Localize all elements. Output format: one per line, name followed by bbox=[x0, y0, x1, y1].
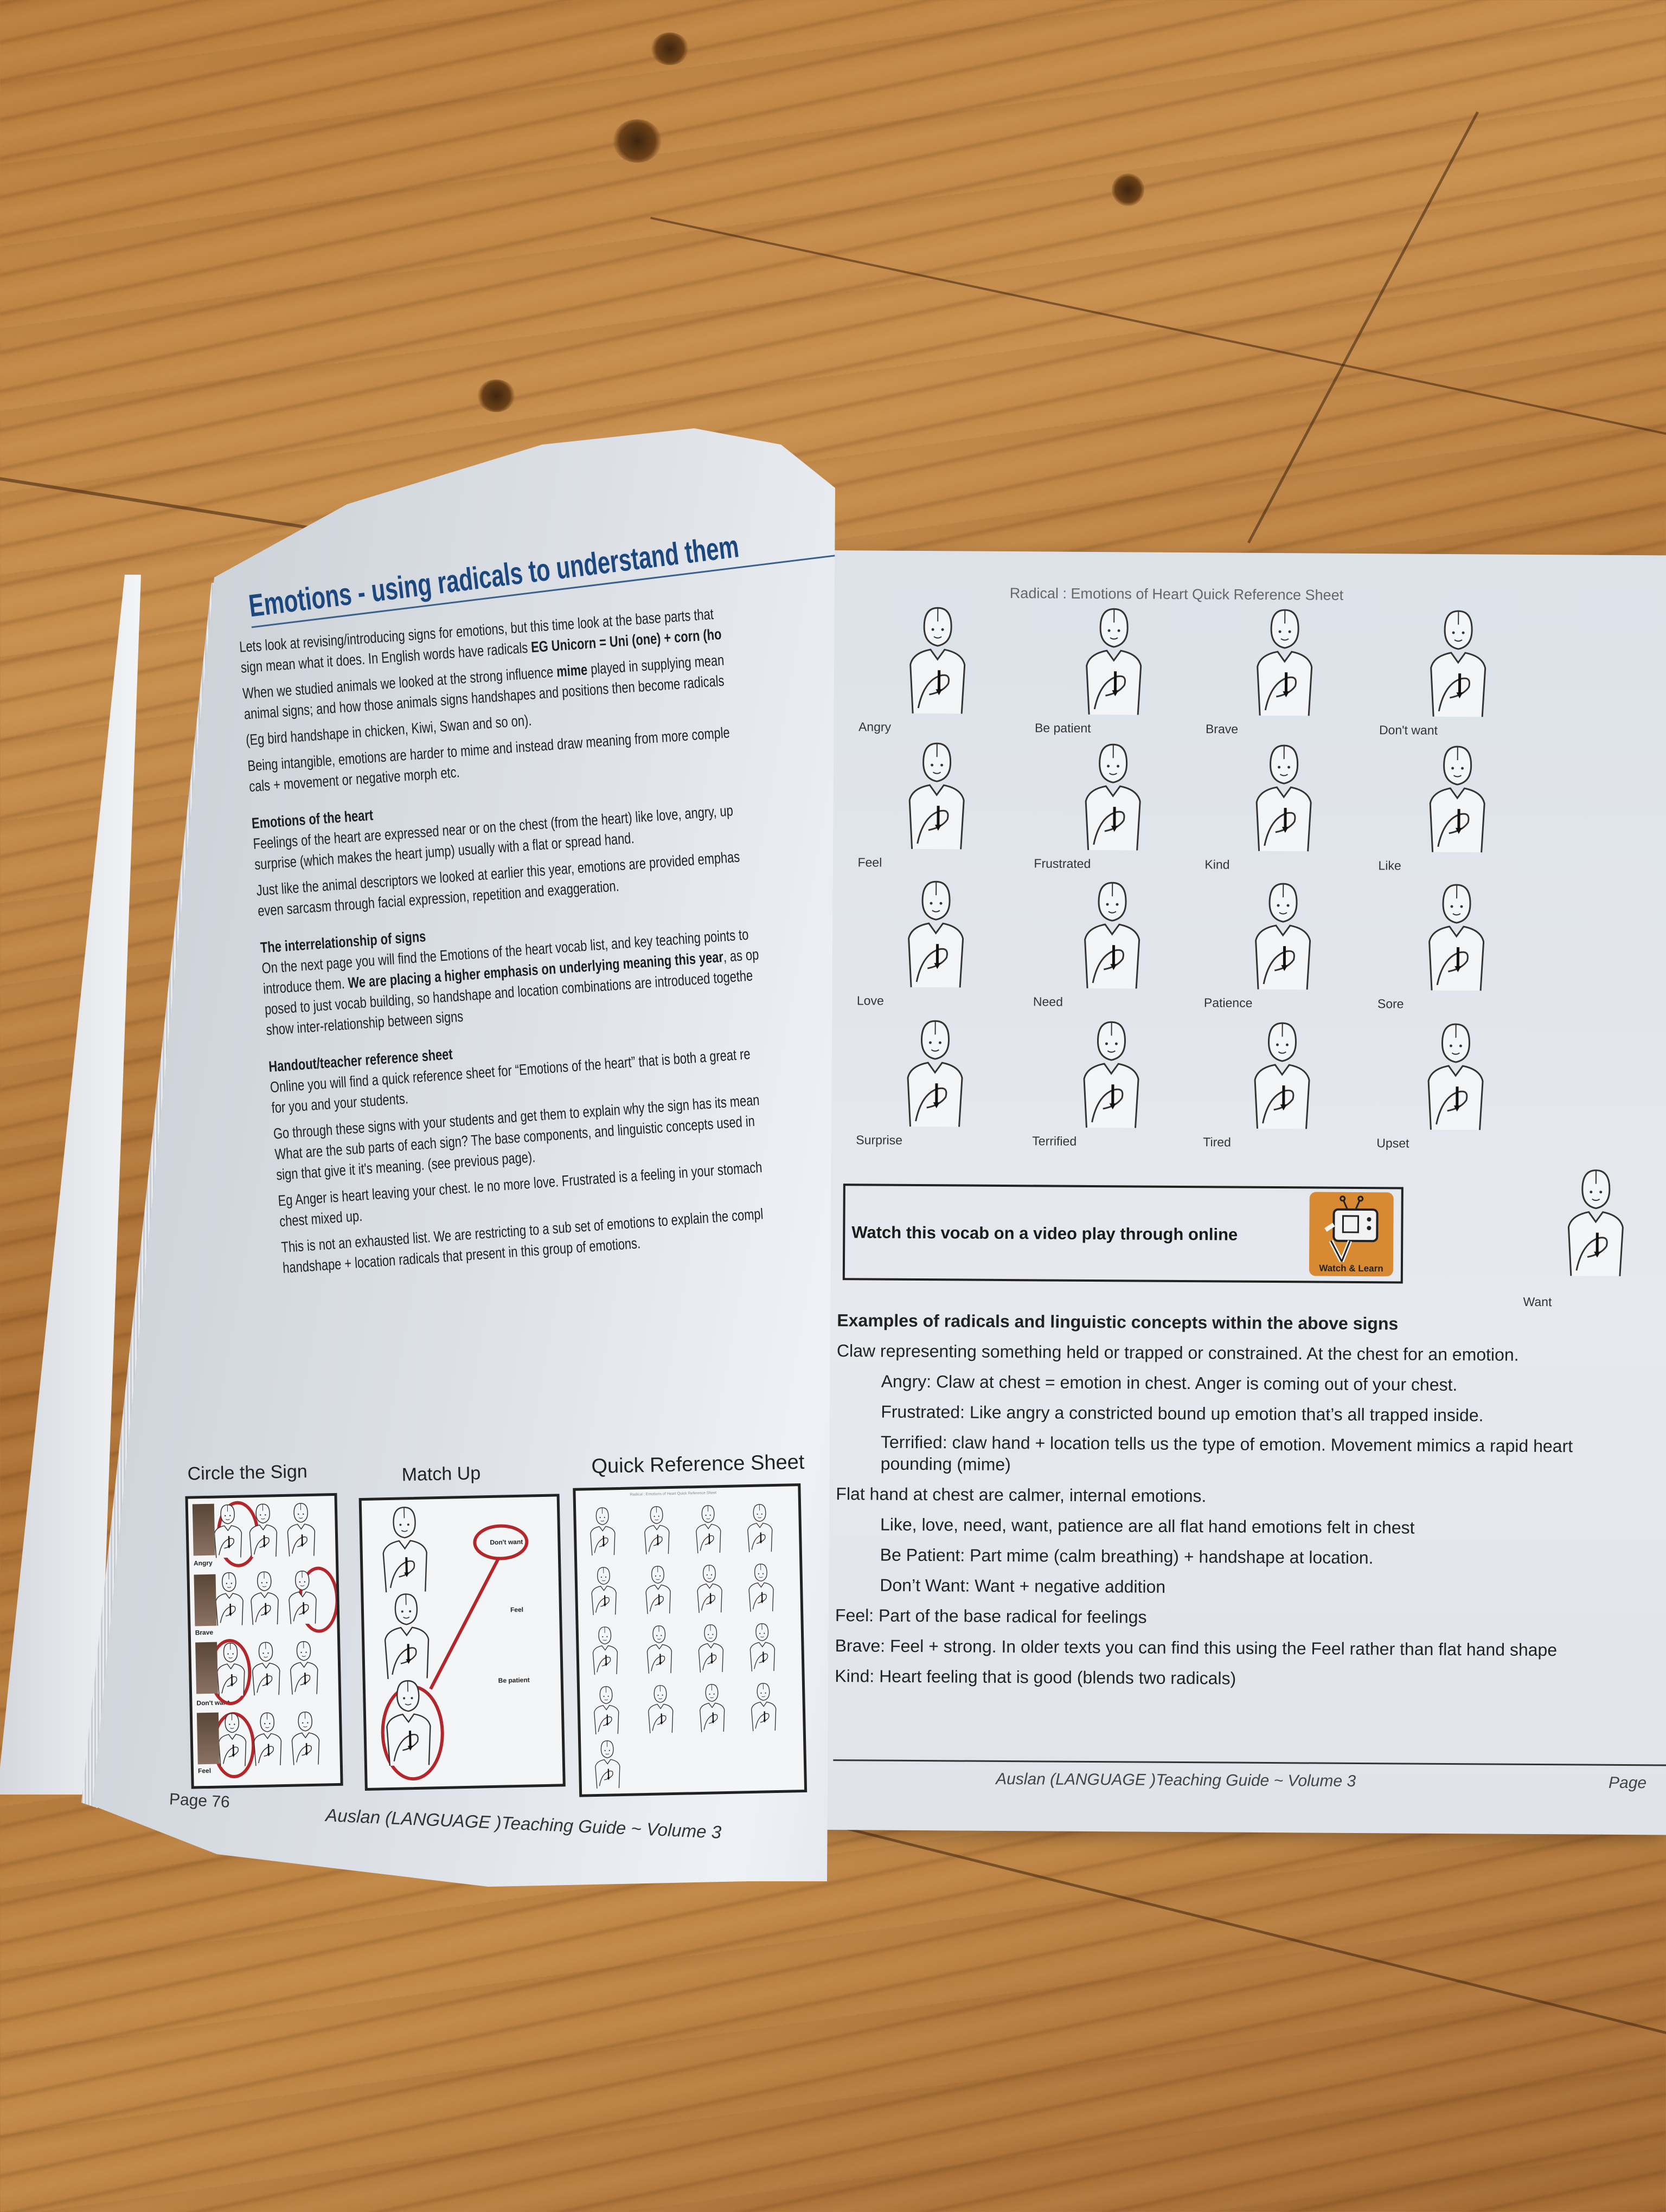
wood-knot bbox=[651, 33, 689, 65]
thumb-label: Brave bbox=[195, 1628, 214, 1637]
sign-brave: Brave bbox=[1206, 607, 1369, 743]
sign-label: Like bbox=[1378, 858, 1401, 873]
watch-and-learn-icon[interactable]: Watch & Learn bbox=[1309, 1192, 1394, 1277]
floorboard-seam bbox=[650, 217, 1666, 445]
sign-label: Want bbox=[1523, 1294, 1552, 1309]
sign-label: Kind bbox=[1204, 857, 1230, 872]
intro-bold-text: mime bbox=[556, 661, 588, 680]
sign-upset: Upset bbox=[1376, 1021, 1540, 1158]
footer-rule bbox=[833, 1759, 1666, 1766]
handout-block: Handout/teacher reference sheet Online y… bbox=[268, 1015, 835, 1278]
sign-label: Feel bbox=[857, 855, 882, 870]
sign-label: Angry bbox=[858, 719, 892, 734]
footer-title: Auslan (LANGUAGE )Teaching Guide ~ Volum… bbox=[996, 1770, 1356, 1790]
photo-thumbnail bbox=[196, 1712, 220, 1765]
thumbnail-title: Quick Reference Sheet bbox=[591, 1450, 805, 1478]
thumbnail-title: Circle the Sign bbox=[187, 1461, 308, 1484]
sign-label: Brave bbox=[1205, 722, 1239, 736]
sign-want: Want bbox=[1517, 1167, 1666, 1309]
reference-sheet-header: Radical : Emotions of Heart Quick Refere… bbox=[1009, 585, 1344, 603]
sign-don-t-want: Don't want bbox=[1379, 608, 1543, 744]
example-line: Like, love, need, want, patience are all… bbox=[880, 1514, 1415, 1538]
sign-frustrated: Frustrated bbox=[1034, 741, 1197, 878]
sign-like: Like bbox=[1378, 743, 1542, 880]
watch-video-text: Watch this vocab on a video play through… bbox=[851, 1223, 1238, 1244]
thumb-label: Angry bbox=[193, 1559, 213, 1567]
sign-angry: Angry bbox=[858, 605, 1022, 741]
example-line: Flat hand at chest are calmer, internal … bbox=[836, 1484, 1207, 1506]
sign-label: Need bbox=[1033, 994, 1063, 1009]
thumb-label: Feel bbox=[197, 1766, 212, 1775]
circle-the-sign-thumbnail: Angry Brave Don't want Feel bbox=[185, 1493, 343, 1789]
page-number: Page 76 bbox=[169, 1790, 230, 1811]
sign-surprise: Surprise bbox=[856, 1018, 1020, 1154]
sign-label: Patience bbox=[1203, 995, 1253, 1010]
example-line: Claw representing something held or trap… bbox=[836, 1341, 1519, 1365]
quick-reference-thumbnail: Radical : Emotions of Heart Quick Refere… bbox=[573, 1483, 808, 1797]
sign-kind: Kind bbox=[1204, 742, 1368, 879]
sign-terrified: Terrified bbox=[1032, 1019, 1196, 1155]
left-page-body: Lets look at revising/introducing signs … bbox=[239, 596, 835, 1278]
sign-patience: Patience bbox=[1204, 880, 1368, 1017]
sign-label: Upset bbox=[1376, 1136, 1409, 1150]
floorboard-seam bbox=[1247, 111, 1479, 544]
sign-need: Need bbox=[1033, 879, 1197, 1016]
match-up-thumbnail: Don't want Feel Be patient bbox=[358, 1494, 566, 1791]
footer-title: Auslan (LANGUAGE )Teaching Guide ~ Volum… bbox=[325, 1805, 722, 1842]
body-text: introduce them. bbox=[262, 974, 345, 998]
thumbnail-title: Match Up bbox=[401, 1463, 481, 1486]
sign-label: Don't want bbox=[1379, 723, 1438, 737]
sign-label: Terrified bbox=[1032, 1134, 1077, 1148]
sign-label: Be patient bbox=[1034, 721, 1091, 735]
watch-and-learn-label: Watch & Learn bbox=[1319, 1263, 1383, 1274]
sign-label: Love bbox=[856, 993, 884, 1008]
thumb-header: Radical : Emotions of Heart Quick Refere… bbox=[630, 1491, 717, 1497]
wood-knot bbox=[477, 380, 515, 412]
sign-label: Tired bbox=[1203, 1135, 1231, 1149]
sign-label: Surprise bbox=[856, 1133, 903, 1147]
example-line: Brave: Feel + strong. In older texts you… bbox=[835, 1636, 1558, 1660]
sign-tired: Tired bbox=[1203, 1020, 1367, 1156]
sign-feel: Feel bbox=[857, 740, 1021, 877]
example-line: Feel: Part of the base radical for feeli… bbox=[835, 1605, 1147, 1627]
sign-sore: Sore bbox=[1377, 882, 1541, 1018]
wood-knot bbox=[613, 119, 662, 163]
wood-knot bbox=[1112, 173, 1144, 206]
example-line: Don’t Want: Want + negative addition bbox=[880, 1575, 1166, 1597]
right-page: Radical : Emotions of Heart Quick Refere… bbox=[822, 550, 1666, 1835]
watch-video-box[interactable]: Watch this vocab on a video play through… bbox=[842, 1184, 1404, 1284]
example-line: Angry: Claw at chest = emotion in chest.… bbox=[881, 1371, 1458, 1395]
example-line: Terrified: claw hand + location tells us… bbox=[880, 1432, 1573, 1475]
sign-be-patient: Be patient bbox=[1035, 606, 1199, 742]
left-page: Emotions - using radicals to understand … bbox=[92, 428, 835, 1887]
examples-heading: Examples of radicals and linguistic conc… bbox=[837, 1310, 1399, 1334]
worksheet-thumbnails: Circle the Sign Match Up Quick Reference… bbox=[179, 1444, 835, 1805]
floorboard-seam bbox=[758, 1805, 1666, 2044]
sign-label: Frustrated bbox=[1034, 856, 1091, 871]
body-text: , as op bbox=[722, 946, 760, 966]
photo-thumbnail bbox=[194, 1574, 217, 1626]
example-line: Kind: Heart feeling that is good (blends… bbox=[835, 1666, 1236, 1688]
example-line: Be Patient: Part mime (calm breathing) +… bbox=[880, 1545, 1374, 1568]
example-line: Frustrated: Like angry a constricted bou… bbox=[881, 1401, 1484, 1425]
page-label: Page bbox=[1608, 1773, 1647, 1792]
sign-label: Sore bbox=[1377, 996, 1404, 1011]
sign-love: Love bbox=[857, 878, 1021, 1015]
examples-section: Examples of radicals and linguistic conc… bbox=[835, 1309, 1645, 1700]
photo-thumbnail bbox=[192, 1503, 215, 1556]
photo-thumbnail bbox=[195, 1642, 219, 1694]
